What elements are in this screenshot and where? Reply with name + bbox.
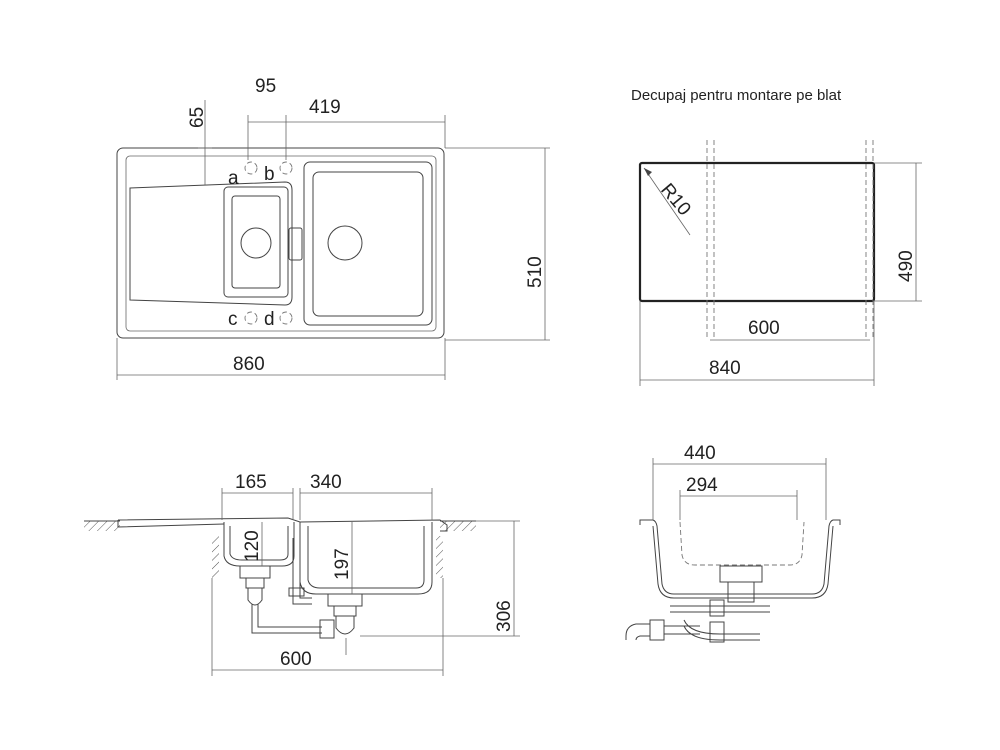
tap-label-c: c: [228, 309, 238, 330]
sink-outline: [116, 147, 445, 339]
dim-overall-depth: 510: [525, 256, 546, 288]
main-bowl: [303, 161, 433, 326]
radius-label: R10: [656, 180, 694, 220]
small-bowl: [223, 186, 289, 298]
tap-label-b: b: [264, 164, 275, 185]
dim-bowl-width: 419: [309, 97, 341, 118]
dim-main-depth: 197: [332, 548, 353, 580]
dim-main-bowl: 340: [310, 472, 342, 493]
front-view: 440 294: [625, 443, 841, 643]
dim-front-outer: 440: [684, 443, 716, 464]
side-view: 165 340 120 197 306 600: [84, 472, 520, 676]
top-view: a b c d 95 419 65 510 860: [116, 76, 550, 380]
tap-hole-c: [244, 311, 258, 325]
dim-cutout-depth: 490: [896, 250, 917, 282]
countertop-right: [440, 521, 476, 531]
dim-front-inner: 294: [686, 475, 718, 496]
dim-small-depth: 120: [242, 530, 263, 562]
dim-small-bowl: 165: [235, 472, 267, 493]
drainboard: [129, 181, 293, 306]
tap-label-a: a: [228, 168, 239, 189]
tap-label-d: d: [264, 309, 275, 330]
main-bowl-drain: [327, 225, 363, 261]
cutout-outline: [638, 161, 876, 303]
tap-hole-b: [279, 161, 293, 175]
main-bowl-section: [299, 522, 433, 595]
dim-cabinet: 600: [280, 649, 312, 670]
small-bowl-inner: [231, 195, 281, 289]
dim-cutout-inner: 600: [748, 318, 780, 339]
dim-tap-edge: 65: [187, 107, 208, 128]
dim-cutout-width: 840: [709, 358, 741, 379]
cutout-title: Decupaj pentru montare pe blat: [631, 87, 842, 104]
dim-tap-offset: 95: [255, 76, 276, 97]
front-inner-bowl: [679, 521, 805, 566]
cabinet-wall-right: [436, 536, 443, 578]
small-bowl-drain: [240, 227, 272, 259]
tap-hole-d: [279, 311, 293, 325]
dim-overall-width: 860: [233, 354, 265, 375]
overflow-slot: [288, 227, 303, 261]
cabinet-wall-left: [212, 536, 219, 578]
cutout-view: Decupaj pentru montare pe blat R10 490 6…: [631, 87, 922, 386]
front-bowl-outline: [639, 519, 841, 595]
sink-rim: [125, 155, 437, 332]
tap-hole-a: [244, 161, 258, 175]
countertop-left: [84, 521, 120, 531]
dim-total-height: 306: [494, 600, 515, 632]
main-bowl-inner: [312, 171, 424, 317]
